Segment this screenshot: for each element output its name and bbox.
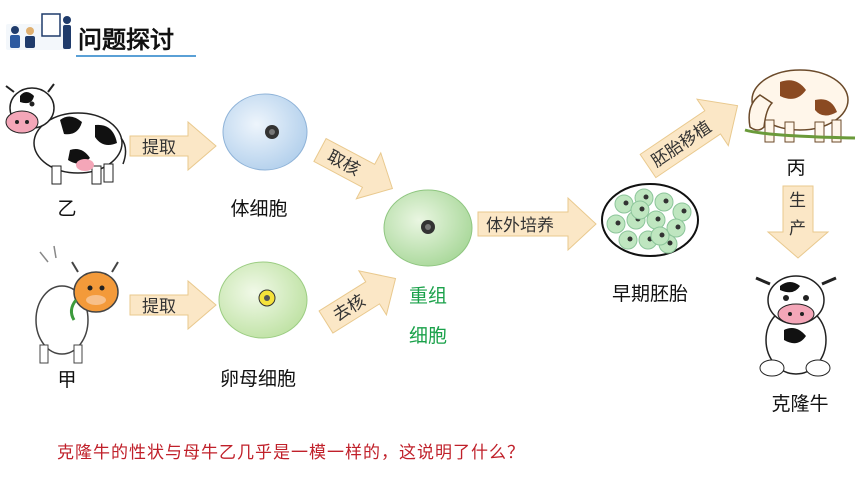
title-underline <box>76 55 196 57</box>
cow-bing-illustration <box>744 69 856 143</box>
label-cow-jia: 甲 <box>57 369 76 391</box>
arrow-remove-nucleus: 去核 <box>318 270 397 334</box>
label-clone-cow: 克隆牛 <box>771 393 828 415</box>
embryo-cell-nucleus <box>675 224 681 230</box>
arrow-label-extract-bottom: 提取 <box>142 297 176 317</box>
arrow-culture: 体外培养 <box>477 196 597 252</box>
arrow-take-nucleus: 取核 <box>313 137 394 200</box>
label-cow-bing: 丙 <box>786 157 805 179</box>
embryo-cell-nucleus <box>663 198 669 204</box>
clone-cow-illustration <box>755 275 837 377</box>
cow-jia-illustration <box>35 245 119 364</box>
page-title: 问题探讨 <box>78 26 174 54</box>
embryo-cell-nucleus <box>681 208 687 214</box>
label-early-embryo: 早期胚胎 <box>612 283 688 305</box>
arrow-extract-top: 提取 <box>129 120 217 172</box>
embryo-cell-nucleus <box>659 232 665 238</box>
label-cow-yi: 乙 <box>57 198 76 220</box>
embryo-cell-nucleus <box>615 220 621 226</box>
egg-cell <box>218 261 308 339</box>
embryo-cell-nucleus <box>623 200 629 206</box>
embryo-cell-nucleus <box>667 240 673 246</box>
early-embryo <box>601 183 699 257</box>
arrow-label-culture: 体外培养 <box>486 216 554 236</box>
arrow-label-birth-2: 产 <box>789 219 806 239</box>
arrow-embryo-transfer: 胚胎移植 <box>639 98 739 179</box>
embryo-cell-nucleus <box>639 206 645 212</box>
label-recombined-line1: 重组 <box>409 285 447 307</box>
arrow-label-extract-top: 提取 <box>142 138 176 158</box>
embryo-cell-nucleus <box>655 216 661 222</box>
label-egg-cell: 卵母细胞 <box>220 368 296 390</box>
embryo-cell-nucleus <box>627 236 633 242</box>
cow-yi-illustration <box>5 83 127 185</box>
people-discussion-icon <box>6 13 71 50</box>
label-somatic-cell: 体细胞 <box>230 198 287 220</box>
embryo-cell-nucleus <box>643 194 649 200</box>
recombined-cell <box>383 189 473 267</box>
somatic-cell <box>222 93 308 171</box>
arrow-birth: 生 产 <box>766 185 830 259</box>
arrow-extract-bottom: 提取 <box>129 279 217 331</box>
question-text: 克隆牛的性状与母牛乙几乎是一模一样的，这说明了什么？ <box>57 443 525 463</box>
arrow-label-birth-1: 生 <box>789 191 806 211</box>
label-recombined-line2: 细胞 <box>409 325 447 347</box>
